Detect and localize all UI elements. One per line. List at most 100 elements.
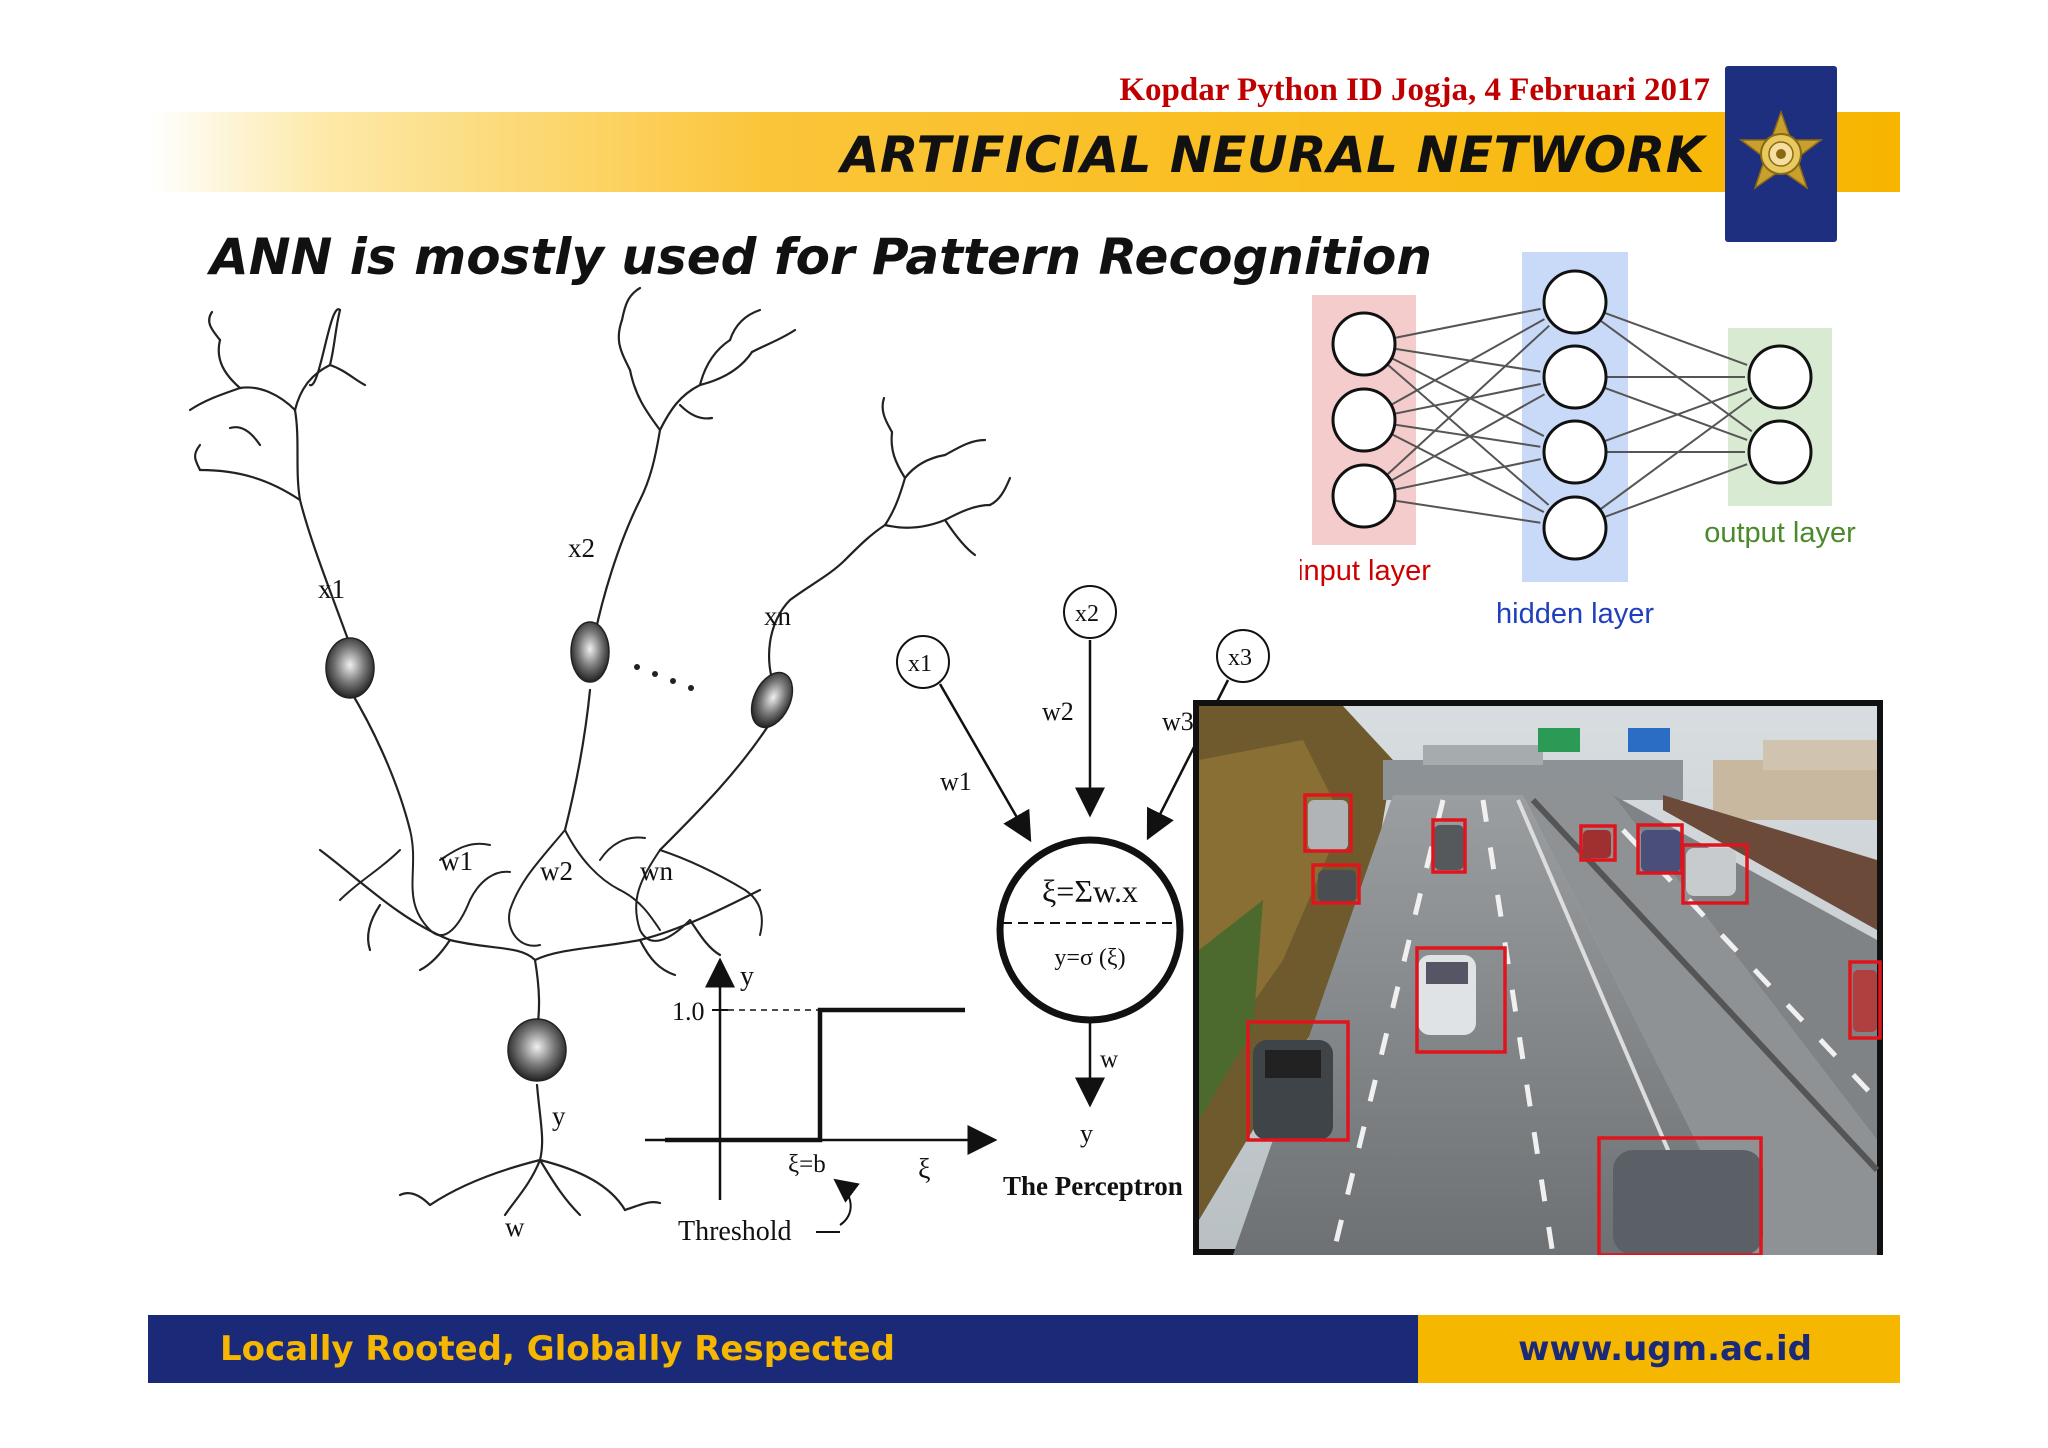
threshold-step-line: [665, 1007, 965, 1143]
neuron-input-label-n: xn: [764, 601, 792, 631]
neuron-soma-1: [325, 637, 375, 699]
dendrite-branch-n: [768, 396, 1012, 702]
nn-edge: [1603, 386, 1748, 441]
perceptron-input-node-2: [1063, 585, 1117, 639]
footer-tagline: Locally Rooted, Globally Respected: [220, 1329, 895, 1369]
threshold-y-tick: 1.0: [672, 997, 705, 1026]
axon-2: [563, 688, 592, 832]
threshold-plot: y 1.0 ξ ξ=b Threshold: [645, 957, 998, 1247]
nn-edge: [1390, 393, 1546, 482]
axon-terminals: [398, 1158, 662, 1217]
slide-title: ARTIFICIAL NEURAL NETWORK: [840, 126, 1705, 184]
detection-box: [1415, 946, 1507, 1054]
perceptron-neuron: [996, 836, 1184, 1024]
footer-bar: Locally Rooted, Globally Respected www.u…: [148, 1315, 1900, 1383]
event-title: Kopdar Python ID Jogja, 4 Februari 2017: [1119, 72, 1710, 108]
neuron-input-label-1: x1: [318, 574, 345, 604]
neuron-output-weight-label: w: [505, 1212, 525, 1242]
perceptron-input-node-3: [1216, 629, 1270, 683]
hidden-node: [1542, 269, 1608, 335]
synapse-cluster: [339, 829, 763, 947]
footer-right-band: www.ugm.ac.id: [1418, 1315, 1900, 1383]
detection-box: [1311, 863, 1361, 905]
nn-edge: [1603, 311, 1748, 366]
nn-connections: [1386, 307, 1753, 524]
input-layer-label: input layer: [1300, 555, 1431, 587]
perceptron-input-node-1: [896, 635, 950, 689]
hidden-node: [1542, 419, 1608, 485]
perceptron-weight-label-3: w3: [1162, 707, 1194, 736]
detection-box: [1579, 824, 1617, 862]
nn-edge: [1603, 463, 1748, 519]
perceptron-activation-formula: y=σ (ξ): [1054, 945, 1125, 971]
nn-edge: [1386, 363, 1550, 506]
output-axon: [535, 1083, 544, 1162]
perceptron-weight-label-1: w1: [940, 767, 972, 796]
lower-dendrites: [318, 848, 762, 1032]
nn-edge: [1391, 357, 1545, 437]
neuron-output-label: y: [552, 1101, 566, 1131]
perceptron-input-label-1: x1: [908, 651, 932, 677]
threshold-caption: Threshold: [678, 1216, 792, 1247]
dendrite-branch-2: [588, 286, 797, 662]
slide-subtitle: ANN is mostly used for Pattern Recogniti…: [210, 228, 1432, 286]
ellipsis-dots: [634, 664, 694, 691]
neuron-input-label-2: x2: [568, 533, 595, 563]
threshold-y-label: y: [740, 961, 754, 992]
perceptron-input-label-3: x3: [1228, 645, 1252, 671]
input-node: [1331, 463, 1397, 529]
threshold-x-tick: ξ=b: [788, 1151, 826, 1178]
perceptron-out-weight: w: [1100, 1046, 1118, 1073]
output-node: [1747, 419, 1813, 485]
header-banner: [150, 112, 1900, 192]
footer-left-band: Locally Rooted, Globally Respected: [148, 1315, 1418, 1383]
nn-edge: [1394, 383, 1541, 415]
axon-1: [348, 688, 412, 832]
input-node: [1331, 387, 1397, 453]
nn-edge: [1394, 307, 1541, 339]
university-logo: [1725, 66, 1837, 242]
detection-box: [1246, 1020, 1350, 1142]
nn-edge: [1390, 318, 1545, 406]
nn-edge: [1599, 396, 1753, 511]
perceptron-sum-formula: ξ=Σw.x: [1042, 873, 1138, 909]
neuron-soma-output: [507, 1018, 567, 1082]
detection-box: [1303, 793, 1353, 853]
nn-edge: [1603, 388, 1748, 443]
perceptron-caption: The Perceptron: [1003, 1171, 1183, 1201]
hidden-layer-label: hidden layer: [1496, 598, 1654, 630]
input-node: [1331, 311, 1397, 377]
neural-network-layers-diagram: input layer hidden layer output layer: [1300, 252, 1856, 630]
perceptron-input-label-2: x2: [1075, 601, 1099, 627]
nn-edge: [1386, 324, 1550, 476]
dendrite-branch-1: [188, 308, 367, 647]
neuron-soma-2: [570, 621, 610, 683]
perceptron-diagram: x1 x2 x3 w1 w2 w3 ξ=Σw.x y=σ (ξ) w y The…: [896, 585, 1270, 1201]
threshold-x-label: ξ: [918, 1154, 930, 1185]
perceptron-weight-label-2: w2: [1042, 697, 1074, 726]
nn-edge: [1394, 347, 1541, 373]
nn-edge: [1394, 458, 1541, 491]
nn-edge: [1394, 423, 1541, 448]
neuron-soma-n: [750, 671, 794, 729]
hidden-node: [1542, 495, 1608, 561]
detection-boxes: [1246, 793, 1882, 1255]
detection-box: [1431, 818, 1467, 874]
car-detection-photo: [1193, 700, 1883, 1255]
nn-nodes: [1331, 269, 1813, 561]
nn-edge: [1394, 499, 1541, 524]
output-layer-label: output layer: [1704, 517, 1856, 549]
nn-edge: [1599, 319, 1753, 433]
hidden-node: [1542, 344, 1608, 410]
detection-box: [1681, 843, 1749, 905]
detection-box: [1597, 1136, 1763, 1255]
detection-box: [1848, 960, 1882, 1040]
output-node: [1747, 344, 1813, 410]
perceptron-output-label: y: [1080, 1119, 1093, 1148]
footer-url[interactable]: www.ugm.ac.id: [1518, 1329, 1812, 1369]
ugm-seal-icon: [1738, 109, 1824, 190]
neuron-weight-label-1: w1: [440, 846, 473, 876]
axon-n: [658, 718, 774, 852]
neuron-weight-label-n: wn: [640, 856, 673, 886]
